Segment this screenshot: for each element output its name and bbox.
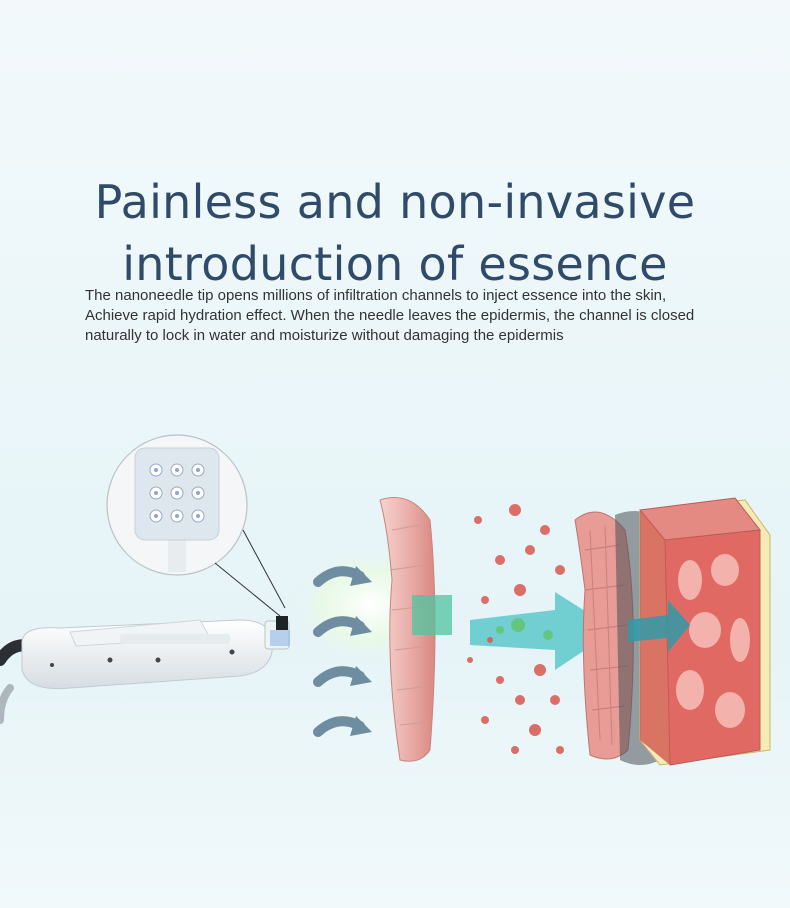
title-line-1: Painless and non-invasive (94, 174, 696, 229)
skin-layer-icon (379, 497, 452, 762)
zoom-circle-icon (106, 434, 286, 617)
page-title: Painless and non-invasive introduction o… (0, 171, 790, 295)
description-line-1: The nanoneedle tip opens millions of inf… (85, 287, 667, 304)
description: The nanoneedle tip opens millions of inf… (85, 286, 765, 346)
device-handle-icon (0, 616, 290, 724)
description-line-2: Achieve rapid hydration effect. When the… (85, 307, 695, 324)
description-line-3: naturally to lock in water and moisturiz… (85, 327, 564, 344)
title-line-2: introduction of essence (122, 236, 668, 291)
illustration (0, 434, 771, 766)
tissue-block-icon (628, 497, 771, 766)
essence-particles (467, 504, 615, 754)
